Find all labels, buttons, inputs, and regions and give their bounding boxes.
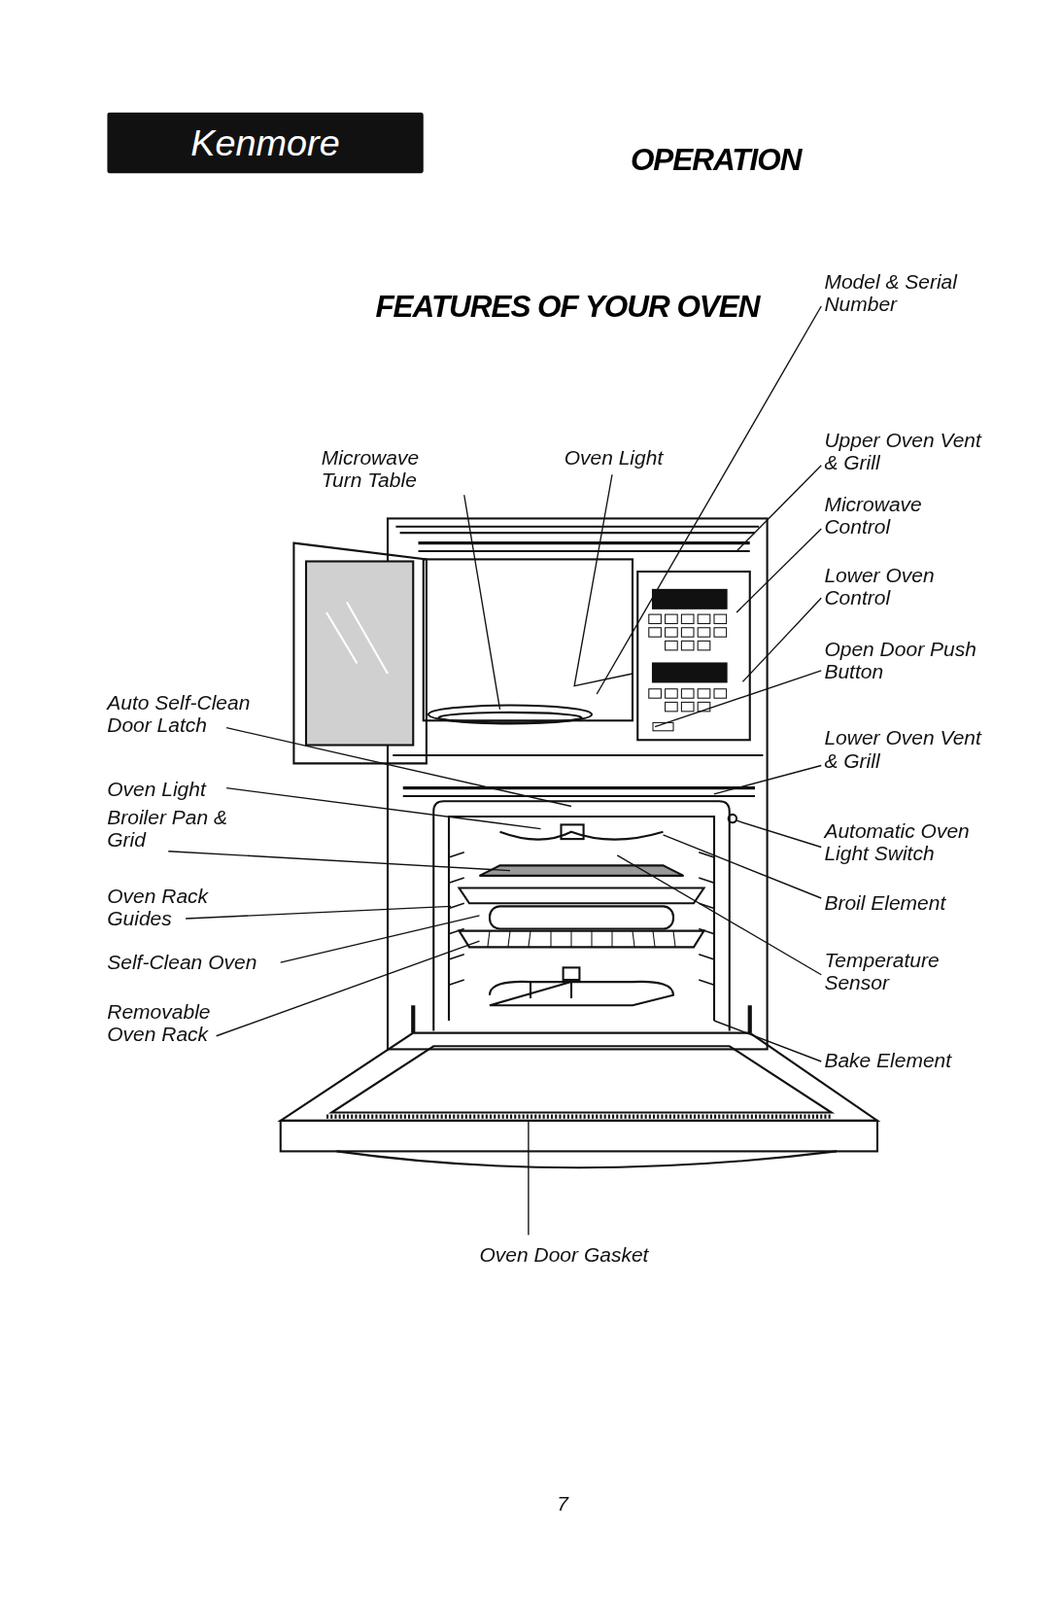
oven-rack [458,887,704,947]
callout-label: Oven Light [564,445,687,469]
callout-label: Lower Oven Vent & Grill [823,726,997,772]
callout-label: Temperature Sensor [823,948,988,993]
leader-lines [168,306,822,1235]
control-panel [637,571,750,740]
callout-label: Upper Oven Vent & Grill [823,428,997,474]
callout-label: Model & Serial Number [823,270,993,315]
oven-door [280,1032,878,1121]
cabinet-outline [387,517,768,1049]
callout-label: Removable Oven Rack [106,999,230,1045]
bake-element [489,981,674,1005]
callout-label: Broil Element [823,890,1028,914]
callout-label: Automatic Oven Light Switch [823,819,993,864]
microwave-door [293,543,427,764]
callout-label: Self-Clean Oven [106,951,286,974]
microwave-cavity [423,558,633,720]
callout-label: Oven Light [106,777,230,800]
callout-label: 7 [556,1491,588,1514]
callout-label: Oven Rack Guides [106,884,240,929]
callout-label: Broiler Pan & Grid [106,805,261,851]
brand-logo: Kenmore [106,111,423,173]
callout-label: Oven Door Gasket [479,1242,704,1266]
brand-text: Kenmore [190,121,340,165]
callout-label: Open Door Push Button [823,637,1008,683]
section-heading: FEATURES OF YOUR OVEN [375,288,784,324]
turntable [428,705,592,724]
callout-label: Bake Element [823,1048,1028,1071]
callout-label: Microwave Turn Table [321,445,454,491]
callout-label: Lower Oven Control [823,563,993,609]
callout-label: Microwave Control [823,492,993,538]
page-title: OPERATION [630,142,801,178]
callout-label: Auto Self-Clean Door Latch [106,690,286,736]
